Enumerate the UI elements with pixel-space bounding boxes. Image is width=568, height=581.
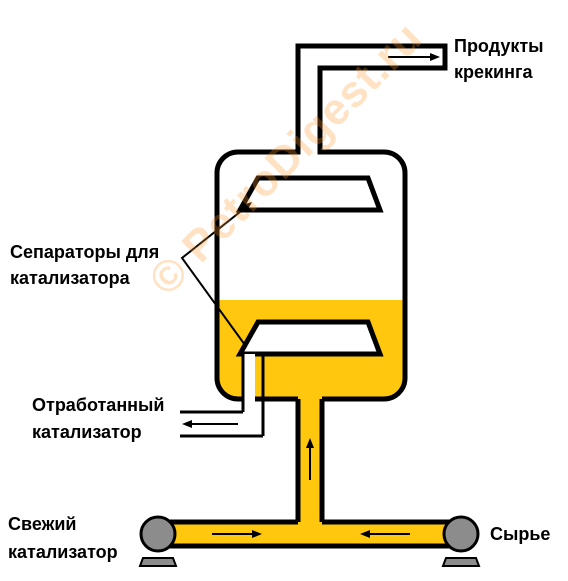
fresh-catalyst-label-line1: Свежий — [8, 514, 77, 534]
upper-separator — [235, 175, 384, 213]
separator-pointer-lines — [180, 203, 251, 346]
riser-flow-arrow — [306, 438, 314, 448]
spent-catalyst-label-line2: катализатор — [32, 422, 142, 442]
feed-pipe — [160, 522, 460, 546]
feed-label: Сырье — [490, 524, 551, 544]
pump-icon — [138, 515, 178, 567]
feed-flow-arrow — [360, 530, 370, 538]
lower-separator — [235, 319, 384, 357]
pump-icon — [441, 515, 481, 567]
spent-catalyst-pipe — [243, 354, 255, 404]
products-flow-arrow — [430, 53, 440, 61]
products-label-line2: крекинга — [454, 62, 533, 82]
spent-catalyst-label-line1: Отработанный — [32, 395, 165, 415]
spent-flow-arrow — [182, 420, 192, 428]
separators-label-line2: катализатора — [10, 268, 130, 288]
products-label-line1: Продукты — [454, 36, 544, 56]
fresh-catalyst-label-line2: катализатор — [8, 542, 118, 562]
separators-label-line1: Сепараторы для — [10, 242, 160, 262]
fresh-flow-arrow — [252, 530, 262, 538]
